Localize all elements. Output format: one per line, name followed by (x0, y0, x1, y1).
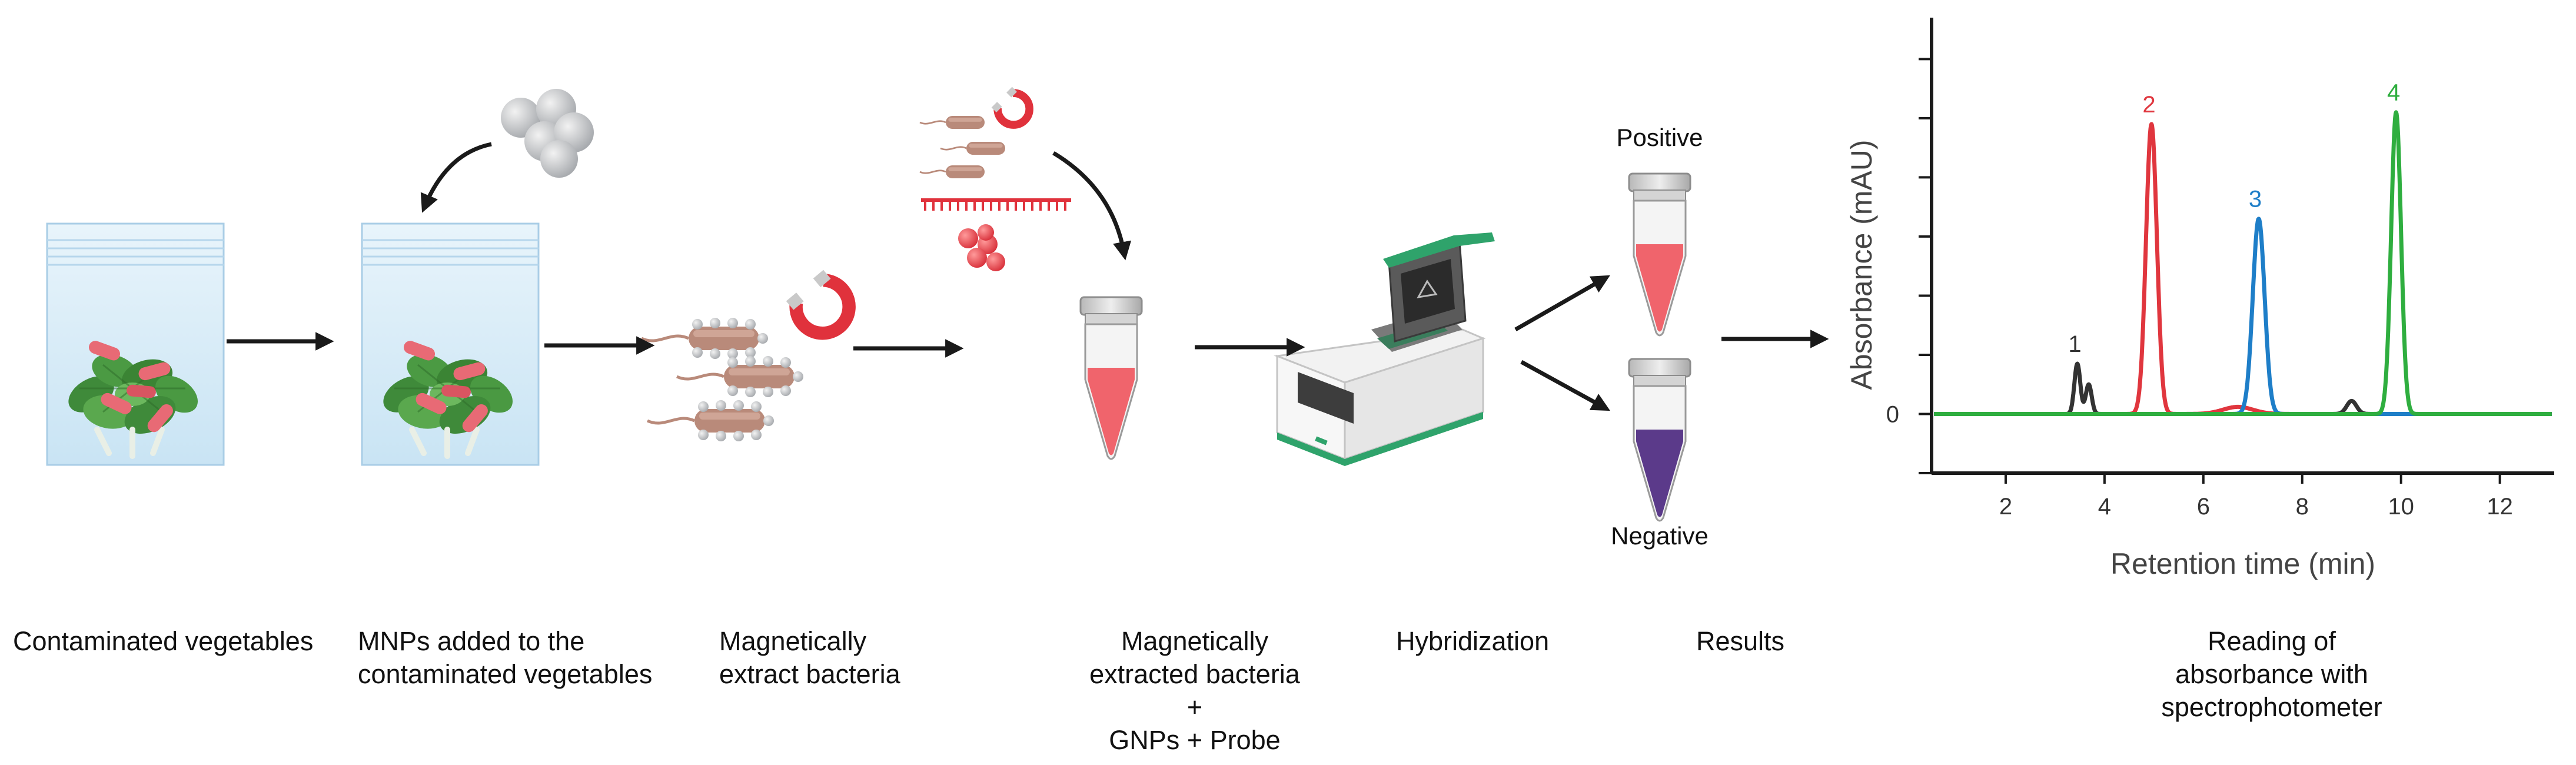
x-tick-label: 10 (2388, 494, 2414, 520)
y-axis-title: Absorbance (mAU) (1845, 139, 1878, 390)
add-mnps-arrow (420, 142, 492, 213)
step-caption-6: Results (1696, 625, 1784, 658)
caption-line: Reading of (2208, 626, 2336, 656)
negative-tube-icon (1628, 358, 1691, 522)
caption-line: extracted bacteria (1089, 659, 1300, 689)
step-caption-7: Reading of absorbance with spectrophotom… (2113, 625, 2431, 724)
x-tick-label: 4 (2098, 494, 2111, 520)
caption-line: + (1186, 692, 1203, 722)
contaminated-bag-icon (46, 222, 225, 466)
step-caption-2: MNPs added to the contaminated vegetable… (358, 625, 652, 691)
caption-line: contaminated vegetables (358, 659, 653, 689)
nanoparticle-cluster-icon (501, 89, 594, 178)
y-tick-label: 0 (1886, 401, 1899, 427)
gold-nanoparticle-icon (958, 224, 1005, 271)
positive-label: Positive (1616, 124, 1703, 151)
x-tick-label: 2 (1999, 494, 2012, 520)
peak-label-3: 3 (2249, 187, 2262, 212)
caption-line: Magnetically (1121, 626, 1269, 656)
series-3-line (1932, 217, 2554, 416)
step-caption-5: Hybridization (1396, 625, 1549, 658)
step-caption-1: Contaminated vegetables (13, 625, 313, 658)
negative-arrow (1520, 360, 1611, 411)
peak-label-2: 2 (2142, 92, 2155, 118)
caption-line: Contaminated vegetables (13, 626, 314, 656)
caption-line: Results (1696, 626, 1785, 656)
microtube-icon (1079, 296, 1143, 460)
thermocycler-icon (1274, 232, 1495, 466)
x-tick-label: 12 (2487, 494, 2513, 520)
x-tick-label: 6 (2197, 494, 2210, 520)
magnet-icon (990, 86, 1036, 131)
negative-label: Negative (1611, 522, 1709, 550)
magnet-icon (785, 268, 860, 344)
bacteria-with-mnps-icon (641, 318, 803, 441)
bag-with-mnps-icon (361, 222, 540, 466)
caption-line: extract bacteria (719, 659, 900, 689)
peak-label-1: 1 (2068, 331, 2081, 357)
caption-line: Hybridization (1396, 626, 1550, 656)
step-caption-4: Magnetically extracted bacteria + GNPs +… (1065, 625, 1324, 757)
positive-tube-icon (1628, 172, 1691, 337)
probe-icon (921, 198, 1071, 211)
series-4-line (1932, 110, 2554, 416)
combine-arrow (1052, 151, 1132, 261)
caption-line: absorbance with (2175, 659, 2368, 689)
step-caption-3: Magnetically extract bacteria (719, 625, 900, 691)
caption-line: GNPs + Probe (1109, 725, 1281, 755)
caption-line: spectrophotometer (2161, 692, 2382, 722)
peak-label-4: 4 (2387, 80, 2400, 106)
x-axis-title: Retention time (min) (2110, 547, 2375, 580)
bacteria-icon (919, 115, 1006, 179)
caption-line: MNPs added to the (358, 626, 585, 656)
series-2-line (1932, 122, 2554, 416)
x-tick-label: 8 (2296, 494, 2309, 520)
positive-arrow (1514, 275, 1610, 332)
caption-line: Magnetically (719, 626, 867, 656)
